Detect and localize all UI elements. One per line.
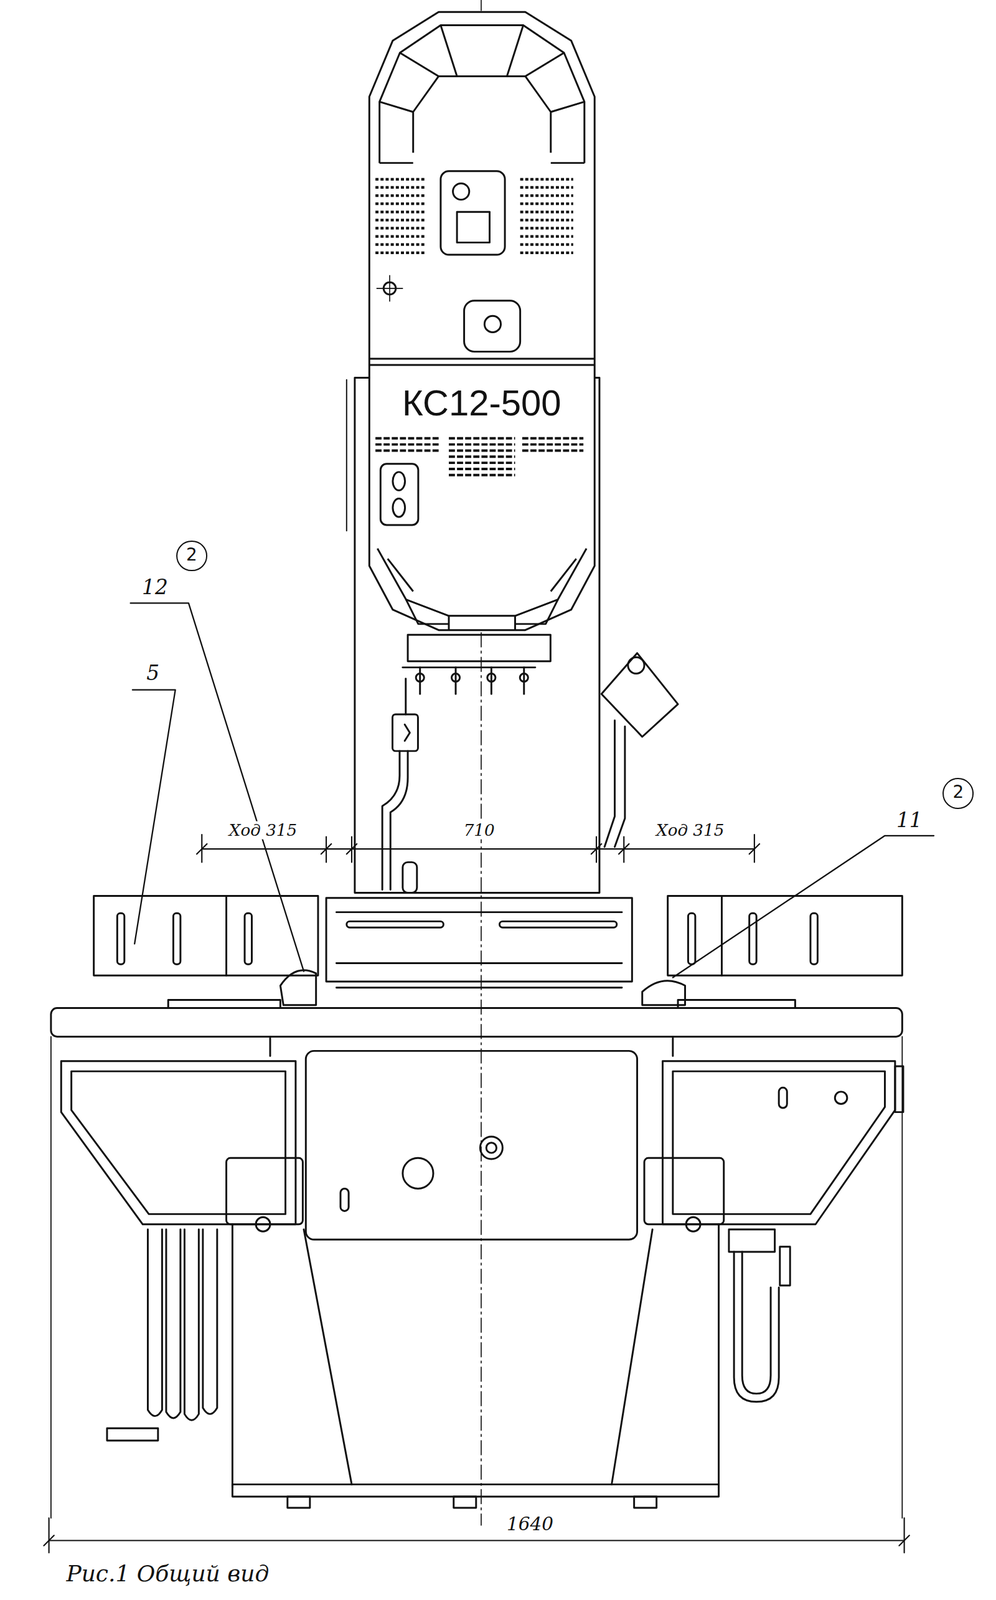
label-anchor: 2 [942, 777, 974, 809]
dimension-text: 710 [461, 821, 497, 840]
left-table [93, 895, 319, 1008]
leader-line [130, 602, 934, 977]
axis-line [480, 632, 482, 1525]
dimension-text: 1640 [504, 1512, 556, 1533]
axis-line [480, 0, 482, 11]
label-anchor: 1640 [504, 1512, 556, 1533]
work-lamp [601, 653, 678, 847]
callout-number: 11 [894, 808, 925, 832]
hydraulic-hose [728, 1228, 790, 1402]
head-outline [367, 9, 597, 634]
label-anchor: 5 [144, 661, 162, 685]
label-anchor: 12 [140, 575, 170, 599]
right-table [642, 895, 903, 1008]
hose [382, 678, 418, 890]
callout-number: 5 [144, 661, 162, 685]
dimension-text: Ход 315 [227, 821, 299, 840]
dimension-text: Ход 315 [654, 821, 726, 840]
machine-head: КС12-500 [367, 9, 597, 634]
coolant-pipes [107, 1228, 218, 1440]
label-anchor: 11 [894, 808, 925, 832]
label-anchor: 2 [176, 540, 208, 572]
sheet-number: 2 [176, 540, 208, 572]
center-slide [326, 897, 632, 988]
label-anchor: Ход 315 [654, 821, 726, 840]
pin [402, 861, 418, 893]
head-bracket [402, 634, 551, 694]
label-anchor: Ход 315 [227, 821, 299, 840]
machine-bed [51, 1007, 904, 1518]
dimension-line [43, 1517, 909, 1552]
figure-caption: Рис.1 Общий вид [65, 1559, 269, 1586]
callout-number: 12 [140, 575, 170, 599]
label-anchor: 710 [461, 821, 497, 840]
column-edge [346, 379, 348, 531]
model-name: КС12-500 [367, 381, 597, 424]
sheet-number: 2 [942, 777, 974, 809]
